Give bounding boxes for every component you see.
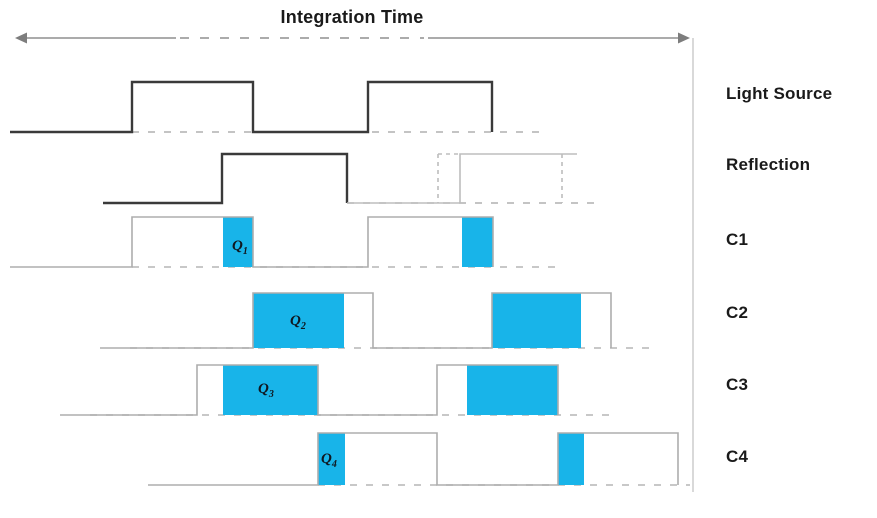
- reflection-delayed-trace: [347, 153, 577, 204]
- charge-fill-c4-b: [558, 433, 584, 485]
- reflection-trace: [103, 152, 349, 205]
- row-label-c1: C1: [726, 230, 748, 249]
- integration-time-arrow: [15, 32, 690, 44]
- charge-fill-c3-b: [467, 365, 558, 415]
- arrow-head-left: [15, 32, 27, 44]
- waveform-row-reflection: [103, 152, 600, 205]
- c2-trace: [100, 292, 612, 349]
- c1-trace: [10, 216, 494, 268]
- row-label-light-source: Light Source: [726, 84, 832, 103]
- waveform-row-c4: Q4: [148, 432, 690, 486]
- charge-fill-c1-b: [462, 217, 493, 267]
- row-label-c2: C2: [726, 303, 748, 322]
- waveform-row-light-source: [10, 80, 540, 134]
- charge-fill-q3: [223, 365, 318, 415]
- page-title: Integration Time: [281, 7, 424, 27]
- light-source-trace: [10, 80, 494, 134]
- waveform-row-c2: Q2: [100, 292, 650, 349]
- c3-trace: [60, 364, 559, 416]
- charge-fill-q2: [253, 293, 344, 348]
- row-label-c4: C4: [726, 447, 748, 466]
- charge-fill-q1: [223, 217, 253, 267]
- charge-fill-q4: [318, 433, 345, 485]
- waveform-row-c1: Q1: [10, 216, 560, 268]
- waveform-row-c3: Q3: [60, 364, 615, 416]
- c4-trace: [148, 432, 679, 486]
- row-label-c3: C3: [726, 375, 748, 394]
- charge-fill-c2-b: [492, 293, 581, 348]
- row-label-reflection: Reflection: [726, 155, 810, 174]
- arrow-head-right: [678, 32, 690, 44]
